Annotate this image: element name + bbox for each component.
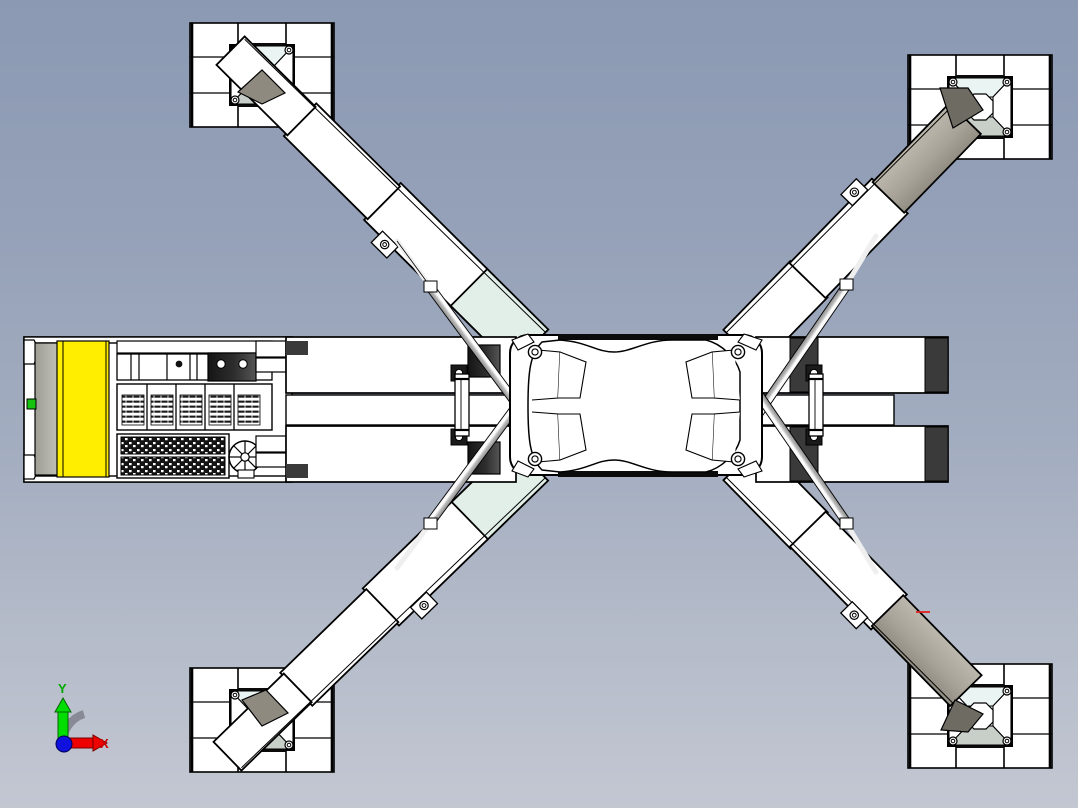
deck-perforated-panels: [116, 433, 230, 479]
carrier-deck-equipment-module[interactable]: [23, 336, 293, 483]
outrigger-arm-lower-left[interactable]: [209, 442, 555, 782]
right-chassis-rails[interactable]: [755, 336, 949, 483]
arm-pad-wedge-upper-right: [939, 87, 984, 129]
right-rail-dark-block-ur: [924, 337, 949, 393]
cooling-fan: [228, 440, 262, 479]
arm-pad-wedge-lower-right: [940, 699, 984, 733]
triad-origin-sphere: [55, 735, 73, 753]
turret-bottom-bar: [558, 471, 718, 477]
turret-pivot-boss-ur: [730, 344, 746, 360]
outrigger-arm-upper-left[interactable]: [204, 32, 550, 374]
origin-axis-triad[interactable]: Y X: [54, 681, 109, 753]
turret-top-bar: [558, 334, 718, 340]
turret-base-frame[interactable]: [509, 333, 763, 478]
triad-y-label: Y: [58, 681, 67, 696]
vertical-link-cylinder-right[interactable]: [808, 373, 824, 437]
turret-pivot-boss-ll: [527, 451, 543, 467]
turret-pivot-boss-ul: [527, 344, 543, 360]
right-rail-dark-block-lr: [924, 426, 949, 482]
arm-pad-wedge-lower-left: [241, 689, 289, 727]
outrigger-arm-lower-right[interactable]: [717, 442, 984, 733]
deck-right-step-detail: [255, 340, 287, 468]
green-indicator-marker: [26, 398, 37, 410]
yellow-side-panel: [56, 340, 110, 478]
vertical-link-cylinder-left[interactable]: [454, 373, 470, 437]
turret-pivot-boss-lr: [730, 451, 746, 467]
deck-louver-bank: [116, 383, 273, 431]
deck-top-instrument-row: [116, 340, 273, 382]
arm-pad-wedge-upper-left: [236, 69, 287, 105]
triad-x-label: X: [100, 736, 109, 751]
outrigger-arm-upper-right[interactable]: [716, 87, 984, 368]
